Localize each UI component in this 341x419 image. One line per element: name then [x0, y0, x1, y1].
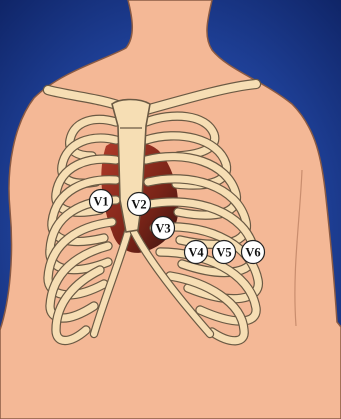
lead-v5: V5: [213, 241, 236, 264]
lead-v1-label: V1: [93, 195, 108, 209]
lead-v6-label: V6: [245, 246, 260, 260]
lead-v2-label: V2: [131, 198, 146, 212]
lead-v4: V4: [185, 241, 208, 264]
lead-v6: V6: [242, 241, 265, 264]
lead-v2: V2: [128, 193, 151, 216]
lead-v4-label: V4: [188, 246, 204, 260]
lead-v3-label: V3: [155, 222, 170, 236]
lead-v5-label: V5: [216, 246, 231, 260]
lead-v3: V3: [152, 217, 175, 240]
lead-v1: V1: [90, 190, 113, 213]
